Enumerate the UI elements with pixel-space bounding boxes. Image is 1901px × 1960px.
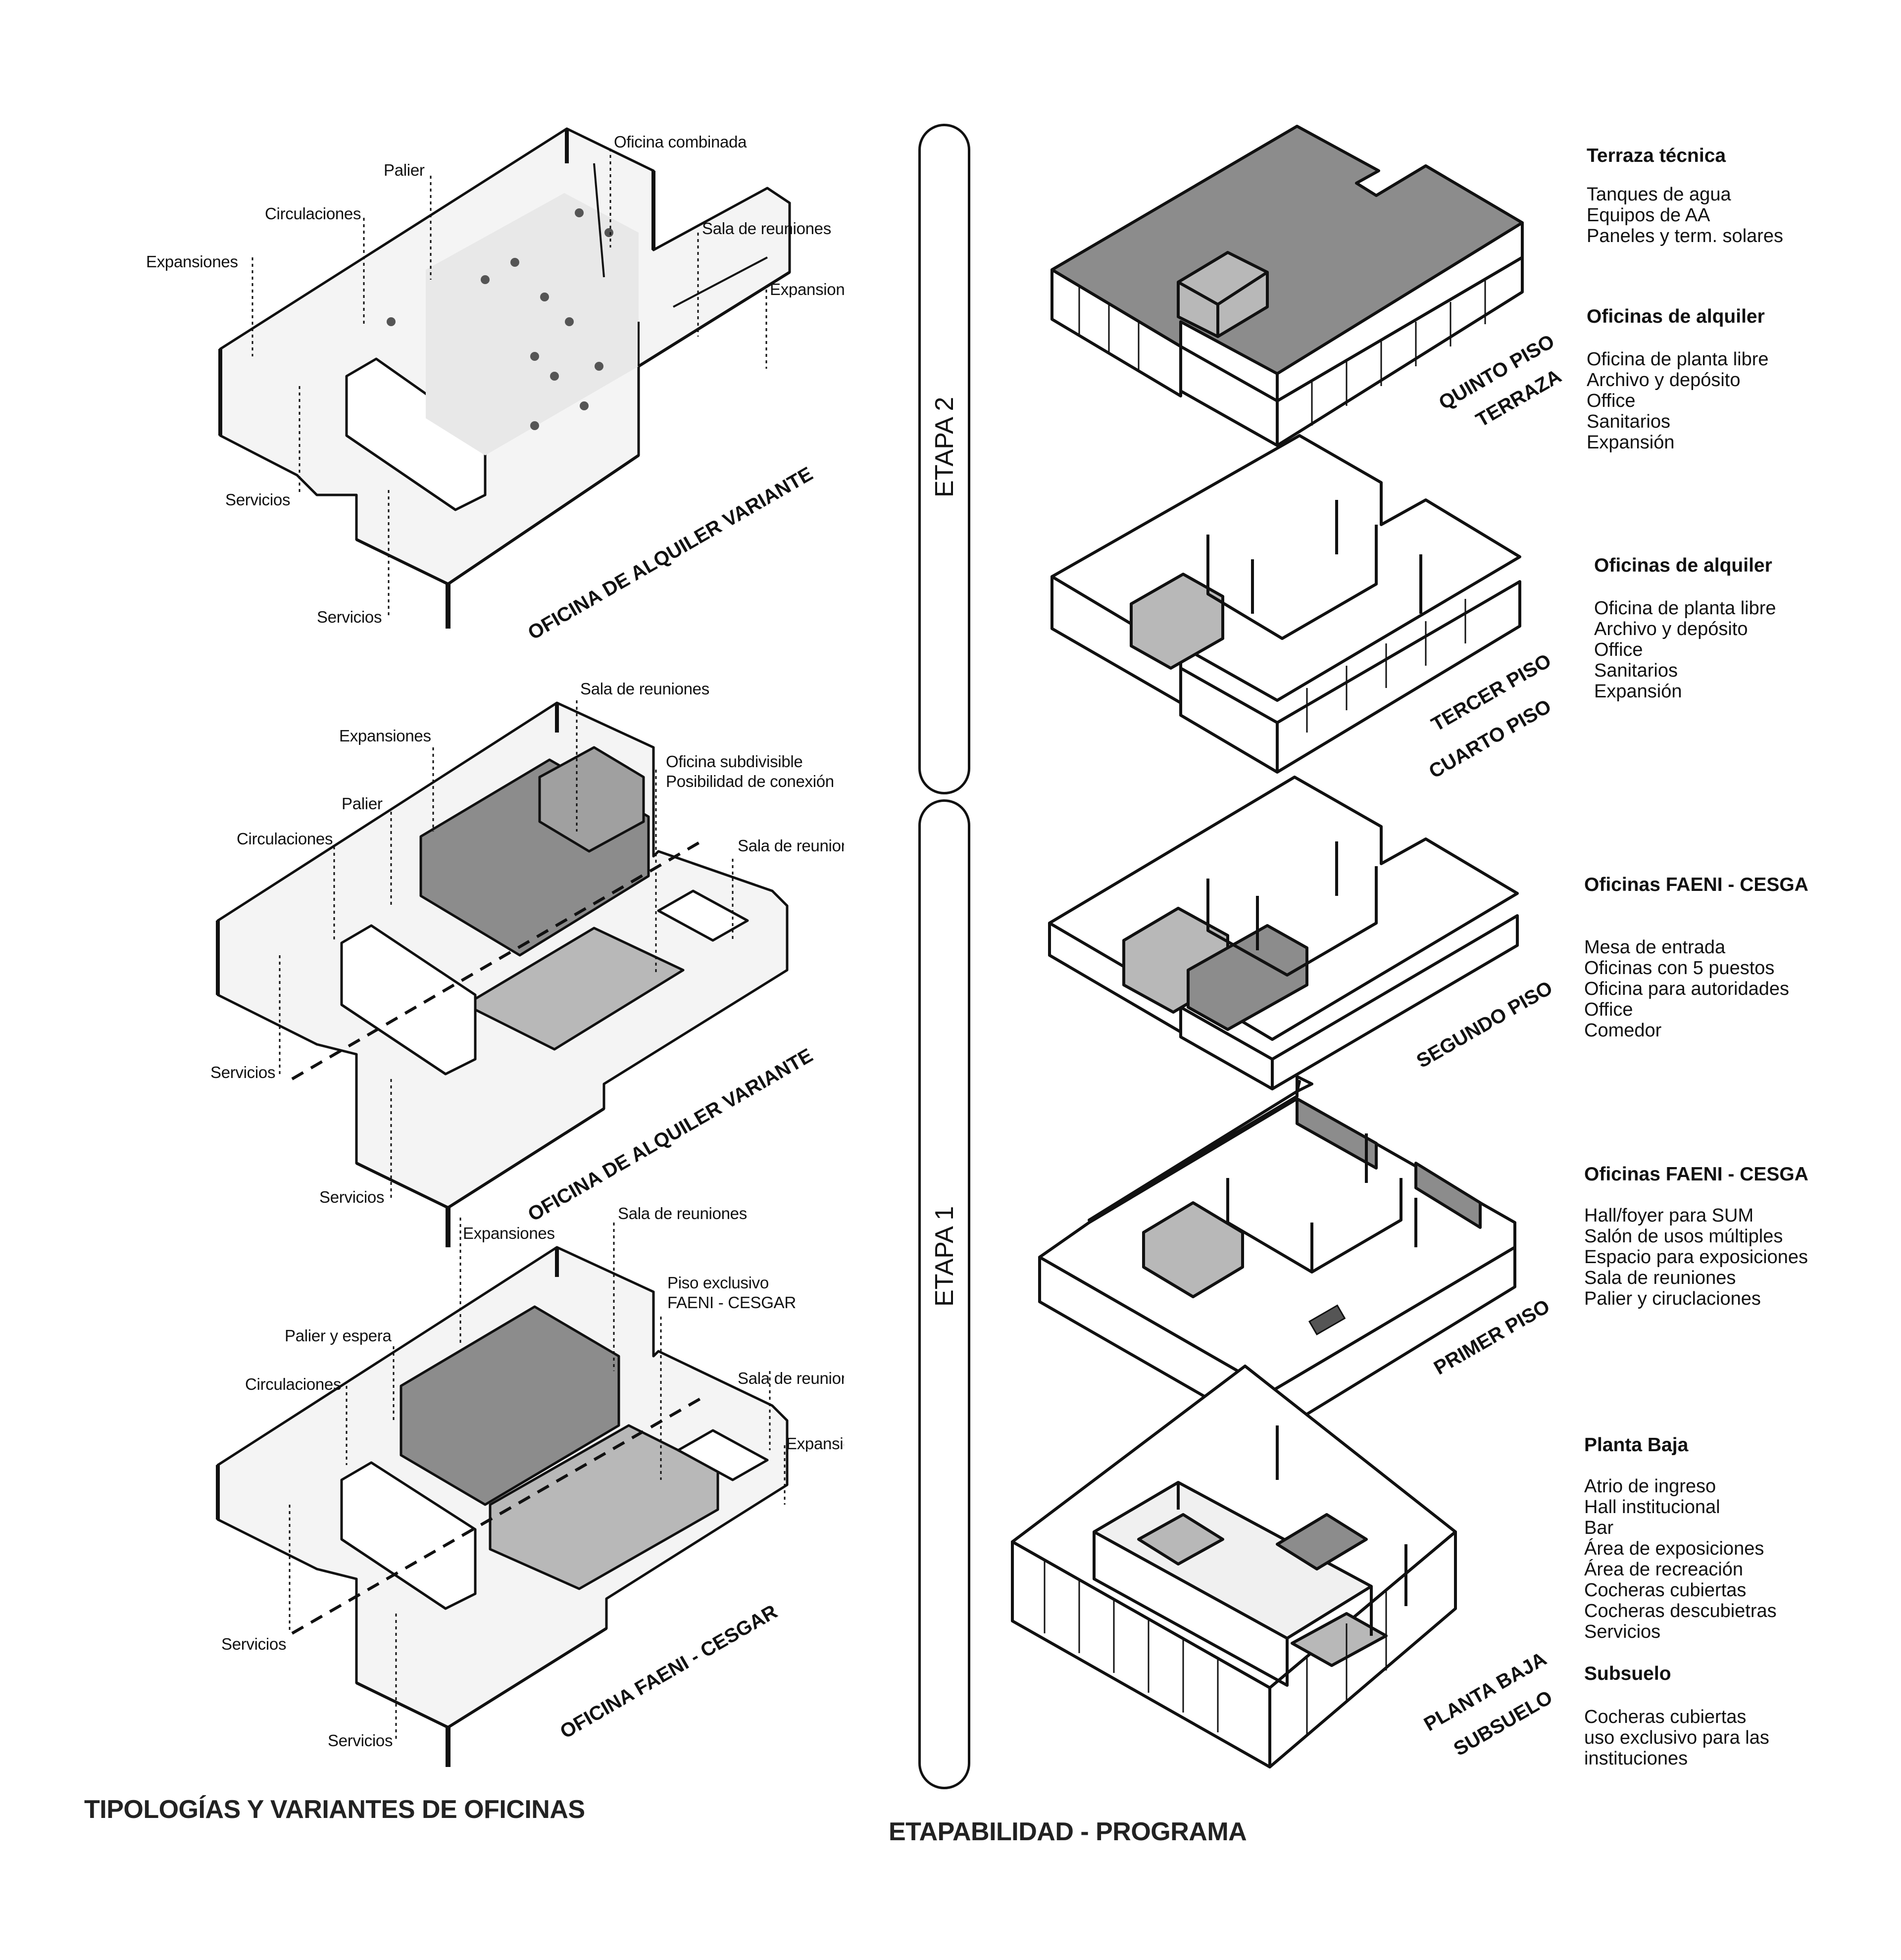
right-panel-title: ETAPABILIDAD - PROGRAMA: [889, 1817, 1247, 1846]
list-item: Office: [1594, 639, 1643, 660]
list-item: Oficinas con 5 puestos: [1584, 958, 1775, 979]
label-sala-reuniones-top: Sala de reuniones: [618, 1204, 747, 1223]
list-item: uso exclusivo para las: [1584, 1727, 1769, 1748]
list-item: Archivo y depósito: [1594, 619, 1748, 639]
list-item: Sanitarios: [1594, 660, 1678, 681]
list-item: Office: [1584, 999, 1633, 1020]
stage-pill-etapa-1: [918, 799, 970, 1789]
list-item: Tanques de agua: [1587, 184, 1731, 205]
list-item: Hall/foyer para SUM: [1584, 1205, 1754, 1226]
label-palier-espera: Palier y espera: [285, 1326, 392, 1345]
program-heading-oficinas-alquiler-1: Oficinas de alquiler: [1587, 306, 1765, 327]
label-posibilidad-conexion: Posibilidad de conexión: [666, 772, 834, 790]
label-circulaciones: Circulaciones: [265, 204, 361, 223]
list-item: Sala de reuniones: [1584, 1268, 1736, 1288]
label-piso-exclusivo: Piso exclusivo: [667, 1274, 769, 1292]
list-item: Oficina para autoridades: [1584, 979, 1790, 999]
list-item: Equipos de AA: [1587, 205, 1710, 226]
label-oficina-subdivisible: Oficina subdivisible: [666, 752, 803, 771]
label-expansiones-right: Expansiones: [786, 1435, 844, 1452]
list-item: Atrio de ingreso: [1584, 1476, 1716, 1497]
list-item: instituciones: [1584, 1748, 1688, 1769]
label-sala-reuniones: Sala de reuniones: [702, 219, 831, 238]
list-item: Comedor: [1584, 1020, 1662, 1041]
label-sala-reuniones-top: Sala de reuniones: [580, 680, 709, 698]
label-servicios-upper: Servicios: [210, 1063, 276, 1081]
list-item: Salón de usos múltiples: [1584, 1226, 1783, 1247]
program-list-oficinas-alquiler-1: Oficina de planta libre Archivo y depósi…: [1587, 349, 1769, 453]
label-expansiones-left: Expansiones: [146, 252, 238, 271]
label-circulaciones: Circulaciones: [245, 1375, 342, 1393]
label-servicios-lower: Servicios: [317, 608, 382, 626]
label-expansiones-top: Expansiones: [463, 1224, 555, 1242]
list-item: Área de recreación: [1584, 1559, 1744, 1580]
list-item: Archivo y depósito: [1587, 370, 1741, 391]
label-servicios-lower: Servicios: [319, 1188, 385, 1206]
list-item: Mesa de entrada: [1584, 937, 1726, 958]
list-item: Sanitarios: [1587, 411, 1670, 432]
left-panel-title: TIPOLOGÍAS Y VARIANTES DE OFICINAS: [84, 1795, 585, 1824]
program-list-faeni-segundo: Mesa de entrada Oficinas con 5 puestos O…: [1584, 937, 1789, 1041]
list-item: Hall institucional: [1584, 1497, 1720, 1518]
list-item: Palier y ciruclaciones: [1584, 1288, 1761, 1309]
program-heading-terraza-tecnica: Terraza técnica: [1587, 145, 1726, 166]
program-heading-faeni-segundo: Oficinas FAENI - CESGAR: [1584, 875, 1809, 894]
label-servicios-upper: Servicios: [221, 1635, 287, 1653]
list-item: Expansión: [1587, 432, 1675, 453]
list-item: Expansión: [1594, 681, 1682, 702]
program-list-faeni-primer: Hall/foyer para SUM Salón de usos múltip…: [1584, 1205, 1808, 1309]
label-oficina-combinada: Oficina combinada: [614, 133, 747, 151]
program-list-terraza-tecnica: Tanques de agua Equipos de AA Paneles y …: [1587, 184, 1783, 246]
program-heading-planta-baja: Planta Baja: [1584, 1434, 1689, 1456]
label-sala-reuniones-right: Sala de reuniones: [738, 837, 844, 854]
list-item: Cocheras cubiertas: [1584, 1707, 1747, 1727]
stage-pill-etapa-2: [918, 124, 970, 794]
label-servicios-upper: Servicios: [225, 490, 291, 509]
label-faeni-cesgar: FAENI - CESGAR: [667, 1293, 796, 1312]
program-list-planta-baja: Atrio de ingreso Hall institucional Bar …: [1584, 1476, 1777, 1642]
list-item: Oficina de planta libre: [1587, 349, 1769, 370]
label-expansiones-right: Expansiones: [770, 281, 844, 297]
list-item: Bar: [1584, 1518, 1614, 1538]
program-list-subsuelo: Cocheras cubiertas uso exclusivo para la…: [1584, 1707, 1769, 1769]
label-sala-reuniones-right: Sala de reuniones: [738, 1370, 844, 1386]
program-heading-oficinas-alquiler-2: Oficinas de alquiler: [1594, 555, 1772, 576]
label-palier: Palier: [384, 161, 425, 179]
list-item: Office: [1587, 391, 1636, 411]
list-item: Servicios: [1584, 1621, 1661, 1642]
list-item: Cocheras cubiertas: [1584, 1580, 1747, 1601]
label-expansiones: Expansiones: [339, 727, 431, 745]
label-palier: Palier: [342, 794, 383, 813]
program-heading-faeni-primer: Oficinas FAENI - CESGAR: [1584, 1165, 1809, 1184]
program-list-oficinas-alquiler-2: Oficina de planta libre Archivo y depósi…: [1594, 598, 1776, 702]
program-heading-subsuelo: Subsuelo: [1584, 1663, 1671, 1684]
list-item: Oficina de planta libre: [1594, 598, 1776, 619]
list-item: Espacio para exposiciones: [1584, 1247, 1808, 1268]
label-servicios-lower: Servicios: [328, 1731, 393, 1750]
list-item: Cocheras descubietras: [1584, 1601, 1777, 1621]
label-circulaciones: Circulaciones: [237, 830, 333, 848]
list-item: Área de exposiciones: [1584, 1538, 1764, 1559]
list-item: Paneles y term. solares: [1587, 226, 1784, 246]
